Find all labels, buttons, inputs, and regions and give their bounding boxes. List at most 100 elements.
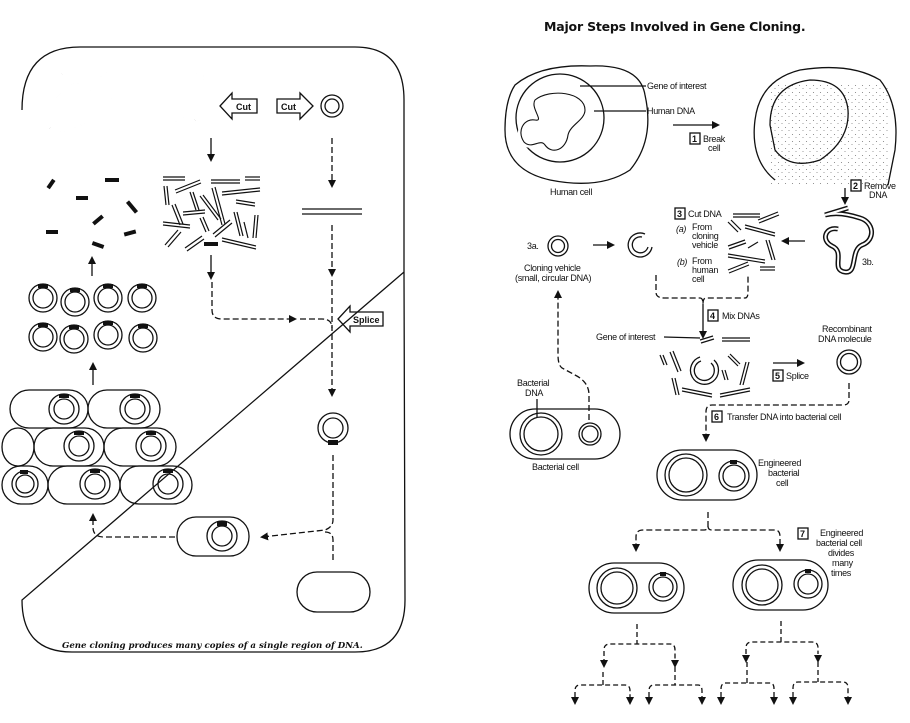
step-7-line4: many: [832, 558, 854, 568]
linear-plasmid: [302, 208, 362, 215]
mixed-dnas: [659, 335, 751, 398]
label-bacterial-cell: Bacterial cell: [532, 462, 579, 472]
cut-right-label: Cut: [281, 102, 296, 112]
gene-fragments-scatter: [46, 178, 139, 249]
dashed-to-cell: [260, 455, 334, 541]
removed-human-dna: [822, 205, 874, 275]
label-3a: 3a.: [527, 241, 539, 251]
daughter-cell-right: [732, 559, 829, 611]
step-4-label: Mix DNAs: [722, 311, 760, 321]
sub-a-marker: (a): [676, 224, 686, 234]
diagram-title: Major Steps Involved in Gene Cloning.: [544, 19, 805, 34]
step-4-number: 4: [710, 311, 715, 321]
dashed-merge-step4: [655, 275, 749, 305]
step-7: 7 Engineered bacterial cell divides many…: [797, 527, 864, 578]
label-human-cell: Human cell: [550, 187, 592, 197]
left-panel: Cut Cut: [1, 46, 406, 653]
step-6-number: 6: [714, 412, 719, 422]
gene-of-interest-mid-leader: [663, 336, 701, 339]
step-1: 1 Break cell: [689, 132, 726, 153]
cut-left-arrow: Cut: [219, 91, 258, 121]
cut-left-label: Cut: [236, 102, 251, 112]
left-caption: Gene cloning produces many copies of a s…: [62, 641, 363, 651]
dna-fragments-pile: [162, 176, 261, 252]
cut-right-arrow: Cut: [276, 91, 314, 121]
gene-fragment-selected: [204, 242, 218, 246]
dashed-to-colony: [89, 513, 175, 538]
engineered-bacterial-cell: [656, 449, 758, 501]
step-7-line2: bacterial cell: [816, 538, 862, 548]
left-panel-frame: [21, 46, 406, 653]
bacterial-colony: [1, 389, 193, 505]
label-3b: 3b.: [862, 257, 874, 267]
step-4: 4 Mix DNAs: [707, 309, 761, 322]
step-6-label: Transfer DNA into bacterial cell: [727, 412, 841, 422]
recombinant-dna-molecule: [836, 349, 862, 375]
recombinant-line2: DNA molecule: [818, 334, 872, 344]
cloning-vehicle-line1: Cloning vehicle: [524, 263, 581, 273]
recombinant-plasmid-left: [317, 412, 349, 445]
step-3-number: 3: [677, 209, 682, 219]
step-1-number: 1: [692, 134, 697, 144]
dashed-merge: [300, 318, 333, 329]
step-5-number: 5: [775, 371, 780, 381]
recombinant-line1: Recombinant: [822, 324, 873, 334]
label-human-dna: Human DNA: [647, 106, 695, 116]
dashed-path-gene-to-splice: [211, 282, 297, 323]
plasmid-circle-top: [320, 94, 344, 118]
dashed-cell-to-vehicle: [554, 290, 590, 420]
plasmid-gene-marks: [38, 284, 148, 329]
broken-human-cell: [753, 66, 897, 186]
step-2-label-line2: DNA: [869, 190, 887, 200]
engineered-line2: bacterial: [768, 468, 800, 478]
cloning-vehicle-line2: (small, circular DNA): [515, 273, 592, 283]
sub-b-line2: human: [692, 265, 718, 275]
dashed-from-bacterium: [324, 531, 334, 560]
cloning-vehicle: [547, 235, 569, 257]
step-3: 3 Cut DNA: [674, 207, 722, 220]
engineered-line1: Engineered: [758, 458, 801, 468]
branch-arrowheads: [571, 655, 852, 705]
step-7-line1: Engineered: [820, 528, 863, 538]
sub-b-marker: (b): [677, 257, 687, 267]
step-3-label: Cut DNA: [688, 209, 722, 219]
human-cell: [504, 65, 649, 184]
sub-a-line3: vehicle: [692, 240, 718, 250]
step-6: 6 Transfer DNA into bacterial cell: [711, 410, 842, 423]
right-panel: Major Steps Involved in Gene Cloning. Ge…: [504, 19, 897, 705]
step-1-label-line2: cell: [708, 143, 721, 153]
engineered-line3: cell: [776, 478, 789, 488]
sub-b-line3: cell: [692, 274, 705, 284]
sub-b-line1: From: [692, 256, 712, 266]
step-5-label: Splice: [786, 371, 809, 381]
cut-plasmid: [627, 232, 653, 258]
step-2: 2 Remove DNA: [841, 179, 896, 205]
bacterial-dna-line1: Bacterial: [517, 378, 550, 388]
step-7-number: 7: [800, 529, 805, 539]
label-gene-of-interest-mid: Gene of interest: [596, 332, 656, 342]
cut-human-dna-fragments: [727, 211, 780, 274]
human-dna-loop: [517, 90, 589, 154]
sub-a-line1: From: [692, 222, 712, 232]
step-7-line3: divides: [828, 548, 855, 558]
step-2-label-line1: Remove: [864, 181, 896, 191]
mixed-cut-plasmid: [689, 356, 720, 385]
branch-level-1: [635, 512, 781, 548]
daughter-cell-left: [588, 562, 685, 614]
engineered-cell-left: [176, 516, 250, 557]
branch-levels-2-3: [574, 621, 849, 697]
sub-a-line2: cloning: [692, 231, 719, 241]
bacterium-plain: [296, 571, 371, 613]
step-2-number: 2: [853, 181, 858, 191]
bacterial-cell: [509, 408, 621, 460]
bacterial-dna-line2: DNA: [525, 388, 543, 398]
step-7-line5: times: [831, 568, 852, 578]
label-gene-of-interest-top: Gene of interest: [647, 81, 707, 91]
step-1-label-line1: Break: [703, 134, 726, 144]
splice-label: Splice: [353, 315, 380, 325]
splice-arrow: Splice: [337, 304, 384, 334]
dashed-transfer: [702, 383, 850, 442]
isolated-plasmids: [28, 283, 158, 354]
step-5: 5 Splice: [772, 369, 809, 382]
